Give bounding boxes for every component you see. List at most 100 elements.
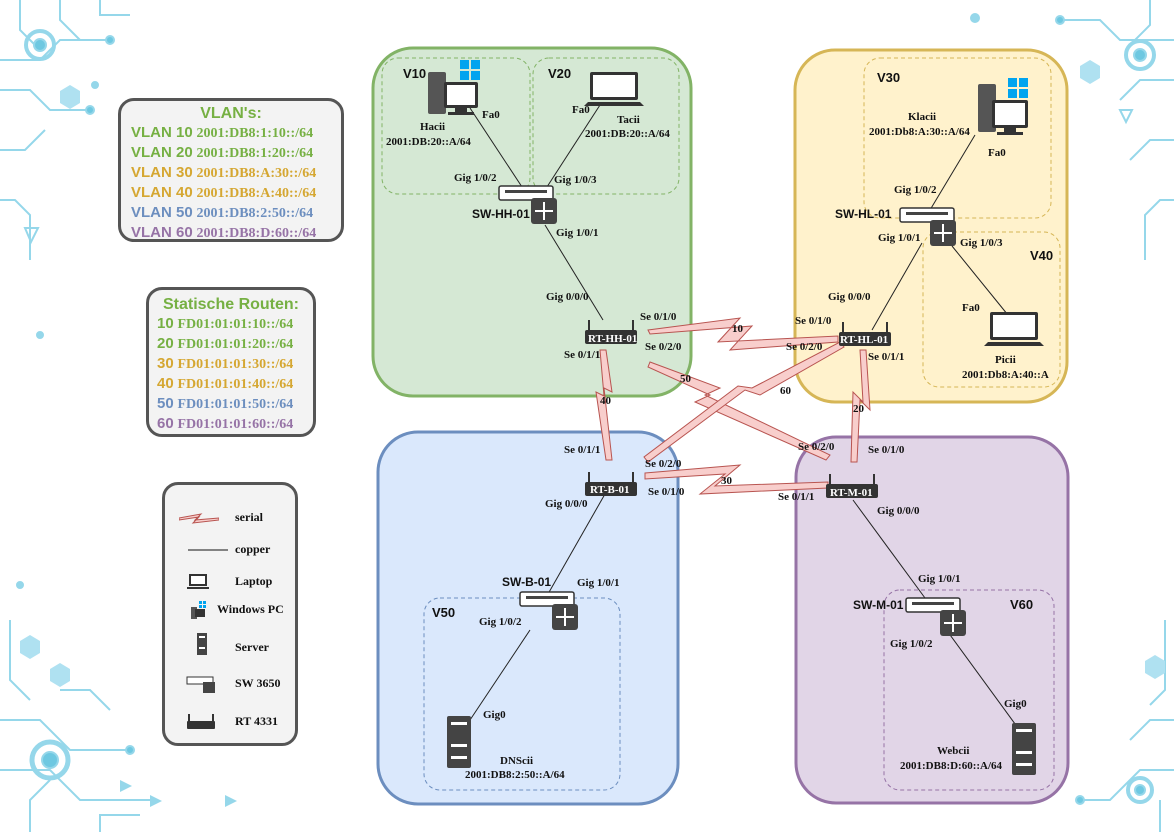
vlan-net: 2001:DB8:D:60::/64	[196, 226, 317, 241]
rt-hh-s020: Se 0/2/0	[645, 341, 682, 353]
vlan-box-v50	[423, 597, 621, 791]
vlan-tag: VLAN 40	[131, 184, 193, 201]
windows-pc-icon[interactable]	[428, 60, 480, 115]
link-label-30: 30	[721, 475, 733, 487]
route-net: FD01:01:01:30::/64	[177, 357, 294, 372]
sw-hl-p1: Gig 1/0/2	[894, 184, 937, 196]
legend-serial-label: serial	[235, 510, 263, 524]
circuit-decoration-top-right	[970, 0, 1174, 260]
link-label-40: 40	[600, 395, 612, 407]
rt-b-s020: Se 0/2/0	[645, 458, 682, 470]
route-tag: 30	[157, 355, 174, 372]
switch-sw-m-01-icon[interactable]	[905, 597, 966, 636]
sw-hl-p3: Gig 1/0/3	[960, 237, 1003, 249]
vlan-tag: VLAN 50	[131, 204, 193, 221]
route-tag: 10	[157, 315, 174, 332]
serial-link-hh-b	[595, 349, 613, 461]
vlan-box-v30	[863, 57, 1052, 219]
serial-icon	[179, 513, 219, 524]
picii-ip: 2001:Db8:A:40::A	[962, 369, 1049, 381]
vlan-net: 2001:DB8:1:20::/64	[196, 146, 314, 161]
windows-pc-icon[interactable]	[978, 78, 1028, 135]
vlan-box-v10	[381, 57, 531, 195]
vlan-label-v20: V20	[548, 66, 571, 81]
rt-hl-name: RT-HL-01	[840, 334, 888, 346]
sw-hl-name: SW-HL-01	[835, 207, 892, 221]
serial-link-hh-m	[647, 361, 831, 461]
hacii-port: Fa0	[482, 109, 500, 121]
router-rt-hh-01-icon[interactable]	[585, 320, 637, 344]
router-icon	[187, 714, 215, 729]
rt-hh-gig: Gig 0/0/0	[546, 291, 589, 303]
hacii-ip: 2001:DB:20::A/64	[386, 136, 471, 148]
rt-hl-gig: Gig 0/0/0	[828, 291, 871, 303]
route-row: 20 FD01:01:01:20::/64	[157, 334, 313, 354]
route-net: FD01:01:01:10::/64	[177, 317, 294, 332]
rt-m-s011: Se 0/1/1	[778, 491, 814, 503]
sw-hl-p2: Gig 1/0/1	[878, 232, 920, 244]
router-rt-hl-01-icon[interactable]	[839, 322, 891, 346]
rt-m-s020: Se 0/2/0	[798, 441, 835, 453]
sw-m-p1: Gig 1/0/1	[918, 573, 960, 585]
legend-laptop: Laptop	[165, 571, 295, 593]
legend-windows-pc-label: Windows PC	[217, 602, 284, 616]
router-rt-b-01-icon[interactable]	[585, 472, 637, 496]
vlan-row: VLAN 40 2001:DB8:A:40::/64	[131, 183, 341, 203]
vlan-label-v50: V50	[432, 605, 455, 620]
link-label-50: 50	[680, 373, 692, 385]
rt-hh-s011: Se 0/1/1	[564, 349, 600, 361]
legend-router: RT 4331	[165, 711, 295, 733]
legend-switch-label: SW 3650	[235, 676, 281, 690]
rt-hl-s020: Se 0/2/0	[786, 341, 823, 353]
hacii-name: Hacii	[420, 121, 445, 133]
vlan-box-v20	[532, 57, 680, 195]
vlan-row: VLAN 10 2001:DB8:1:10::/64	[131, 123, 341, 143]
server-icon[interactable]	[1012, 723, 1036, 775]
klacii-ip: 2001:Db8:A:30::A/64	[869, 126, 970, 138]
rt-hl-s010: Se 0/1/0	[795, 315, 832, 327]
laptop-icon[interactable]	[984, 312, 1044, 346]
switch-icon	[186, 676, 215, 693]
serial-links	[595, 317, 871, 495]
server-icon[interactable]	[447, 716, 471, 768]
sw-m-p2: Gig 1/0/2	[890, 638, 933, 650]
vlan-row: VLAN 30 2001:DB8:A:30::/64	[131, 163, 341, 183]
switch-sw-hl-01-icon[interactable]	[899, 207, 956, 246]
rt-m-gig: Gig 0/0/0	[877, 505, 920, 517]
route-net: FD01:01:01:20::/64	[177, 337, 294, 352]
route-tag: 50	[157, 395, 174, 412]
vlan-tag: VLAN 20	[131, 144, 193, 161]
legend-panel: serial copper Laptop Windows PC Server S…	[162, 482, 298, 746]
serial-link-hl-b	[643, 341, 845, 463]
switch-sw-hh-01-icon[interactable]	[498, 185, 557, 224]
router-rt-m-01-icon[interactable]	[826, 474, 878, 498]
route-tag: 60	[157, 415, 174, 432]
route-row: 40 FD01:01:01:40::/64	[157, 374, 313, 394]
serial-link-hl-m	[850, 349, 871, 463]
legend-copper: copper	[165, 539, 295, 561]
route-net: FD01:01:01:50::/64	[177, 397, 294, 412]
server-icon	[197, 633, 207, 655]
laptop-icon[interactable]	[584, 72, 644, 106]
legend-copper-label: copper	[235, 542, 271, 556]
circuit-decoration-top-left	[0, 0, 130, 339]
zone-purple	[794, 435, 1070, 805]
webcii-name: Webcii	[937, 745, 969, 757]
rt-m-name: RT-M-01	[830, 487, 873, 499]
vlan-label-v40: V40	[1030, 248, 1053, 263]
route-net: FD01:01:01:40::/64	[177, 377, 294, 392]
switch-sw-b-01-icon[interactable]	[519, 591, 578, 630]
sw-hh-p1: Gig 1/0/2	[454, 172, 497, 184]
legend-serial: serial	[165, 507, 295, 529]
sw-b-p2: Gig 1/0/2	[479, 616, 522, 628]
sw-hh-p3: Gig 1/0/1	[556, 227, 598, 239]
rt-b-gig: Gig 0/0/0	[545, 498, 588, 510]
legend-router-label: RT 4331	[235, 714, 279, 728]
tacii-name: Tacii	[617, 114, 640, 126]
tacii-ip: 2001:DB:20::A/64	[585, 128, 670, 140]
link-label-10: 10	[732, 323, 744, 335]
dnscii-ip: 2001:DB8:2:50::A/64	[465, 769, 565, 781]
picii-name: Picii	[995, 354, 1016, 366]
